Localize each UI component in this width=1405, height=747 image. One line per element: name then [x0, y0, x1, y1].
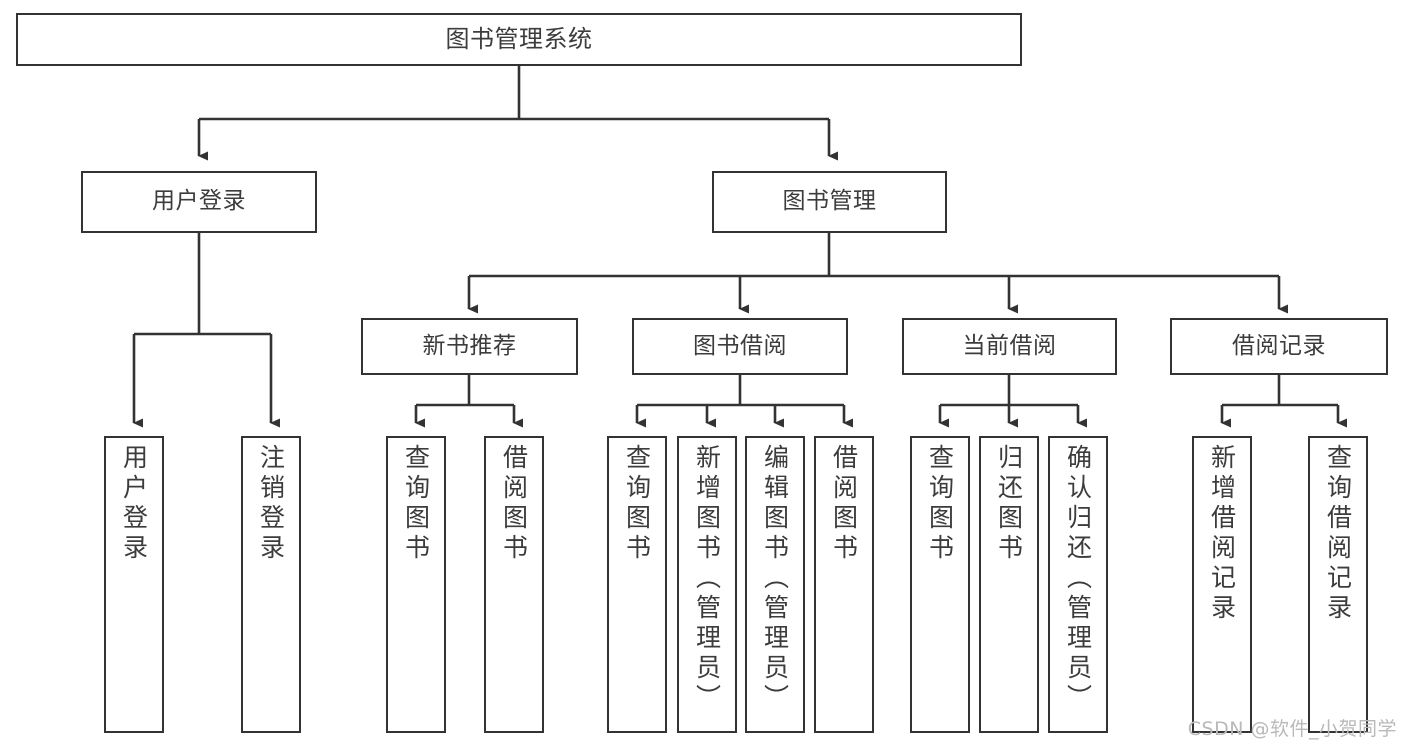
leaf-confirm-return-admin[interactable]: 确认归还（管理员）: [1048, 436, 1108, 733]
leaf-borrow-book-recommend[interactable]: 借阅图书: [484, 436, 544, 733]
node-new-book-recommend[interactable]: 新书推荐: [361, 318, 578, 375]
leaf-query-book-current[interactable]: 查询图书: [910, 436, 970, 733]
node-label: 新增借阅记录: [1207, 444, 1237, 624]
node-label: 注销登录: [256, 444, 286, 564]
node-label: 借阅记录: [1232, 332, 1326, 359]
node-label: 借阅图书: [829, 444, 859, 564]
node-label: 图书管理系统: [445, 25, 593, 54]
leaf-query-book[interactable]: 查询图书: [607, 436, 667, 733]
leaf-return-book[interactable]: 归还图书: [979, 436, 1039, 733]
node-label: 归还图书: [994, 444, 1024, 564]
leaf-borrow-book[interactable]: 借阅图书: [814, 436, 874, 733]
node-borrow-record[interactable]: 借阅记录: [1170, 318, 1388, 375]
leaf-query-book-recommend[interactable]: 查询图书: [386, 436, 446, 733]
node-label: 用户登录: [152, 188, 246, 215]
node-label: 确认归还（管理员）: [1063, 444, 1093, 714]
node-current-borrow[interactable]: 当前借阅: [902, 318, 1117, 375]
node-label: 查询图书: [925, 444, 955, 564]
node-user-login[interactable]: 用户登录: [81, 171, 317, 233]
leaf-add-book-admin[interactable]: 新增图书（管理员）: [677, 436, 737, 733]
node-label: 用户登录: [119, 444, 149, 564]
node-book-management[interactable]: 图书管理: [712, 171, 947, 233]
watermark-text: CSDN @软件_小贺同学: [1187, 718, 1397, 740]
node-label: 新书推荐: [422, 332, 517, 359]
leaf-add-borrow-record[interactable]: 新增借阅记录: [1192, 436, 1252, 733]
node-label: 借阅图书: [499, 444, 529, 564]
leaf-edit-book-admin[interactable]: 编辑图书（管理员）: [745, 436, 805, 733]
node-label: 新增图书（管理员）: [692, 444, 722, 714]
leaf-logout[interactable]: 注销登录: [241, 436, 301, 733]
leaf-query-borrow-record[interactable]: 查询借阅记录: [1308, 436, 1368, 733]
node-label: 查询图书: [401, 444, 431, 564]
node-label: 当前借阅: [962, 332, 1057, 359]
node-label: 图书借阅: [693, 332, 787, 359]
node-root-system[interactable]: 图书管理系统: [16, 13, 1022, 66]
node-label: 编辑图书（管理员）: [760, 444, 790, 714]
node-label: 查询借阅记录: [1323, 444, 1353, 624]
node-label: 图书管理: [782, 188, 877, 215]
node-label: 查询图书: [622, 444, 652, 564]
node-book-borrow[interactable]: 图书借阅: [632, 318, 848, 375]
leaf-user-login[interactable]: 用户登录: [104, 436, 164, 733]
